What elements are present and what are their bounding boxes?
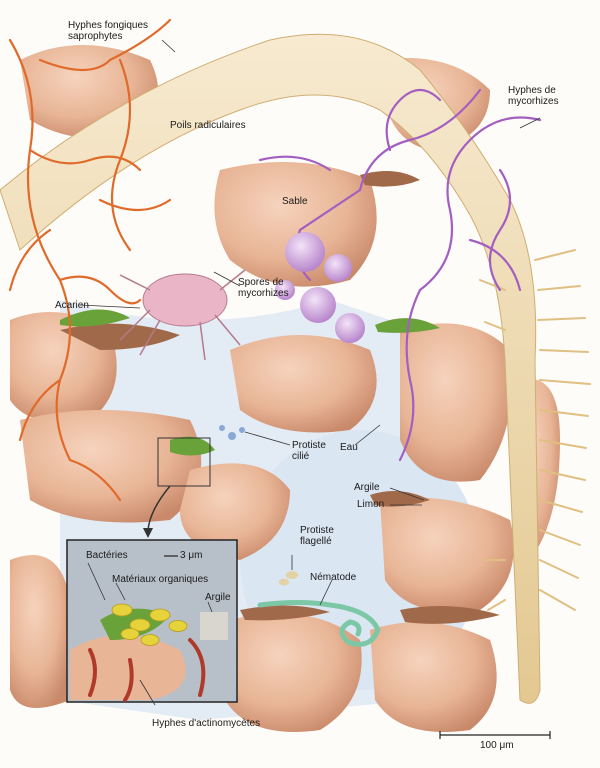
label-eau: Eau	[340, 442, 358, 453]
label-argile: Argile	[354, 482, 380, 493]
label-nematode: Nématode	[310, 572, 356, 583]
label-hyphes-actinomycetes: Hyphes d'actinomycètes	[152, 718, 262, 729]
label-materiaux-organiques: Matériaux organiques	[112, 574, 208, 585]
label-acarien: Acarien	[55, 300, 89, 311]
label-hyphes-saprophytes: Hyphes fongiques saprophytes	[68, 20, 158, 42]
label-sable: Sable	[282, 196, 308, 207]
main-scale-label: 100 μm	[480, 740, 514, 751]
inset	[67, 540, 237, 702]
label-spores-mycorhizes: Spores de mycorhizes	[238, 277, 300, 299]
label-argile-inset: Argile	[205, 592, 231, 603]
label-protiste-flagelle: Protiste flagellé	[300, 525, 350, 547]
clay-particle	[200, 612, 228, 640]
label-hyphes-mycorhizes: Hyphes de mycorhizes	[508, 85, 588, 107]
label-bacteries: Bactéries	[86, 550, 128, 561]
label-poils-radiculaires: Poils radiculaires	[170, 120, 246, 131]
inset-scale-label: 3 μm	[180, 550, 202, 561]
label-protiste-cilie: Protiste cilié	[292, 440, 342, 462]
label-limon: Limon	[357, 499, 384, 510]
